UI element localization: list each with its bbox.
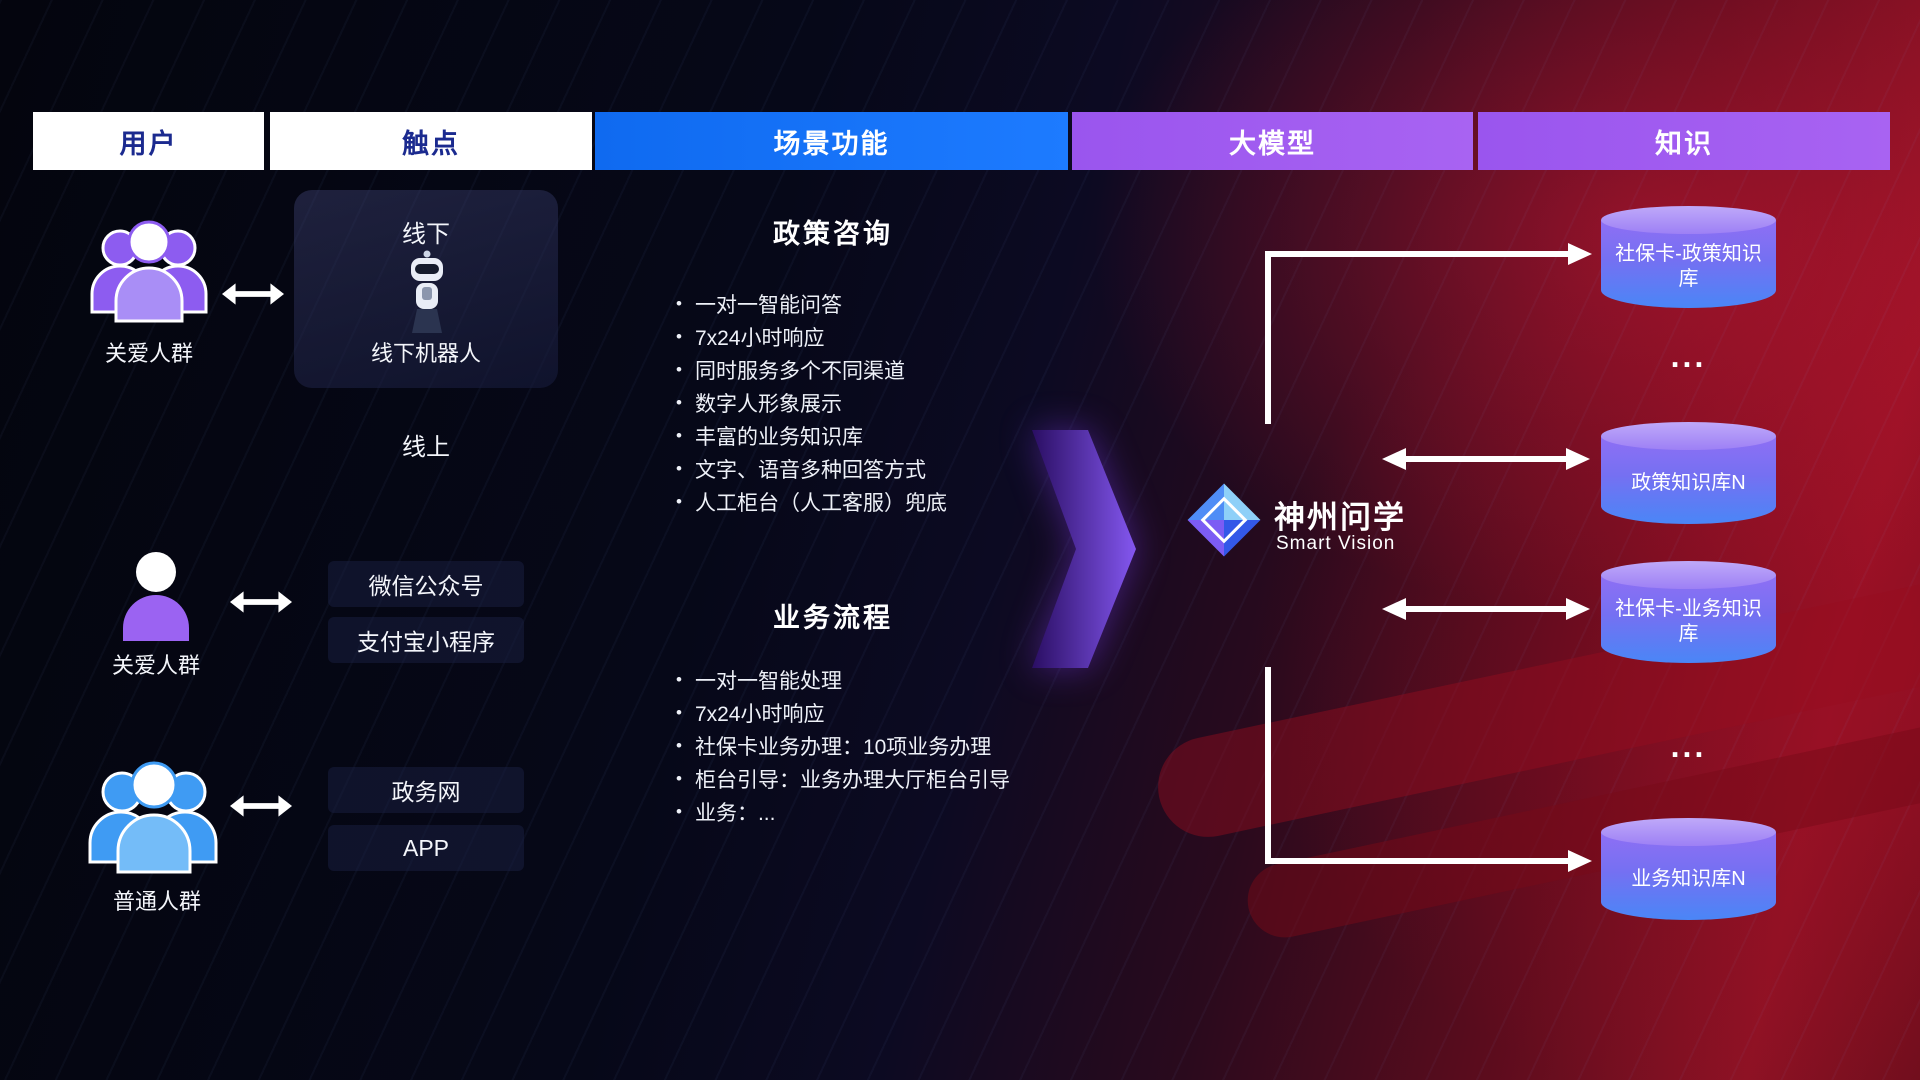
database-cylinder-body <box>1601 575 1776 663</box>
smart-vision-logo-icon <box>1187 483 1261 557</box>
offline-title: 线下 <box>402 221 450 248</box>
column-header-model: 大模型 <box>1072 112 1473 170</box>
general-group-label: 普通人群 <box>112 889 201 914</box>
bidirectional-arrow-icon <box>222 283 284 305</box>
knowledge-ellipsis: ... <box>1670 338 1707 374</box>
list-item: 业务：... <box>676 795 1010 828</box>
database-cylinder-body <box>1601 220 1776 308</box>
kb-policy-n: 政策知识库N <box>1601 422 1776 524</box>
list-item: 丰富的业务知识库 <box>676 419 947 452</box>
list-item: 数字人形象展示 <box>676 386 947 419</box>
policy-feature-list: 一对一智能问答 7x24小时响应 同时服务多个不同渠道 数字人形象展示 丰富的业… <box>676 287 947 518</box>
bidirectional-arrow-icon <box>230 795 292 817</box>
flow-arrow-icon <box>1032 430 1136 668</box>
database-cylinder-body <box>1601 436 1776 524</box>
database-cylinder-body <box>1601 832 1776 920</box>
list-item: 7x24小时响应 <box>676 320 947 353</box>
database-cylinder-top <box>1601 561 1776 589</box>
channel-alipay: 支付宝小程序 <box>328 617 524 663</box>
kb-business-n: 业务知识库N <box>1601 818 1776 920</box>
business-feature-list: 一对一智能处理 7x24小时响应 社保卡业务办理：10项业务办理 柜台引导：业务… <box>676 663 1010 828</box>
kb-label: 政策知识库N <box>1631 471 1746 494</box>
column-header-users: 用户 <box>33 112 264 170</box>
list-item: 柜台引导：业务办理大厅柜台引导 <box>676 762 1010 795</box>
robot-icon <box>411 250 443 333</box>
list-item: 文字、语音多种回答方式 <box>676 452 947 485</box>
list-item: 同时服务多个不同渠道 <box>676 353 947 386</box>
care-person-label: 关爱人群 <box>111 653 200 678</box>
kb-label: 社保卡-政策知识库 <box>1615 243 1762 290</box>
list-item: 社保卡业务办理：10项业务办理 <box>676 729 1010 762</box>
online-title: 线上 <box>402 434 450 461</box>
kb-label: 社保卡-业务知识库 <box>1615 598 1762 645</box>
kb-sscard-business: 社保卡-业务知识库 <box>1601 561 1776 663</box>
care-group-icon <box>90 220 208 323</box>
offline-robot-label: 线下机器人 <box>370 341 481 366</box>
column-header-touchpoints: 触点 <box>270 112 592 170</box>
policy-section-title: 政策咨询 <box>773 219 893 249</box>
brand-subtitle: Smart Vision <box>1276 533 1396 554</box>
list-item: 人工柜台（人工客服）兜底 <box>676 485 947 518</box>
database-cylinder-top <box>1601 422 1776 450</box>
kb-sscard-policy: 社保卡-政策知识库 <box>1601 206 1776 308</box>
knowledge-ellipsis: ... <box>1670 728 1707 764</box>
care-person-icon <box>123 552 189 641</box>
channel-wechat: 微信公众号 <box>328 561 524 607</box>
brand-name: 神州问学 <box>1274 500 1406 535</box>
bidirectional-arrow-icon <box>230 591 292 613</box>
care-group-label: 关爱人群 <box>104 341 193 366</box>
list-item: 一对一智能问答 <box>676 287 947 320</box>
channel-gov: 政务网 <box>328 767 524 813</box>
column-header-scenarios: 场景功能 <box>595 112 1068 170</box>
list-item: 一对一智能处理 <box>676 663 1010 696</box>
kb-label: 业务知识库N <box>1631 867 1746 890</box>
business-section-title: 业务流程 <box>773 603 893 633</box>
channel-app: APP <box>328 825 524 871</box>
database-cylinder-top <box>1601 206 1776 234</box>
list-item: 7x24小时响应 <box>676 696 1010 729</box>
general-group-icon <box>88 761 218 874</box>
column-header-knowledge: 知识 <box>1478 112 1890 170</box>
database-cylinder-top <box>1601 818 1776 846</box>
